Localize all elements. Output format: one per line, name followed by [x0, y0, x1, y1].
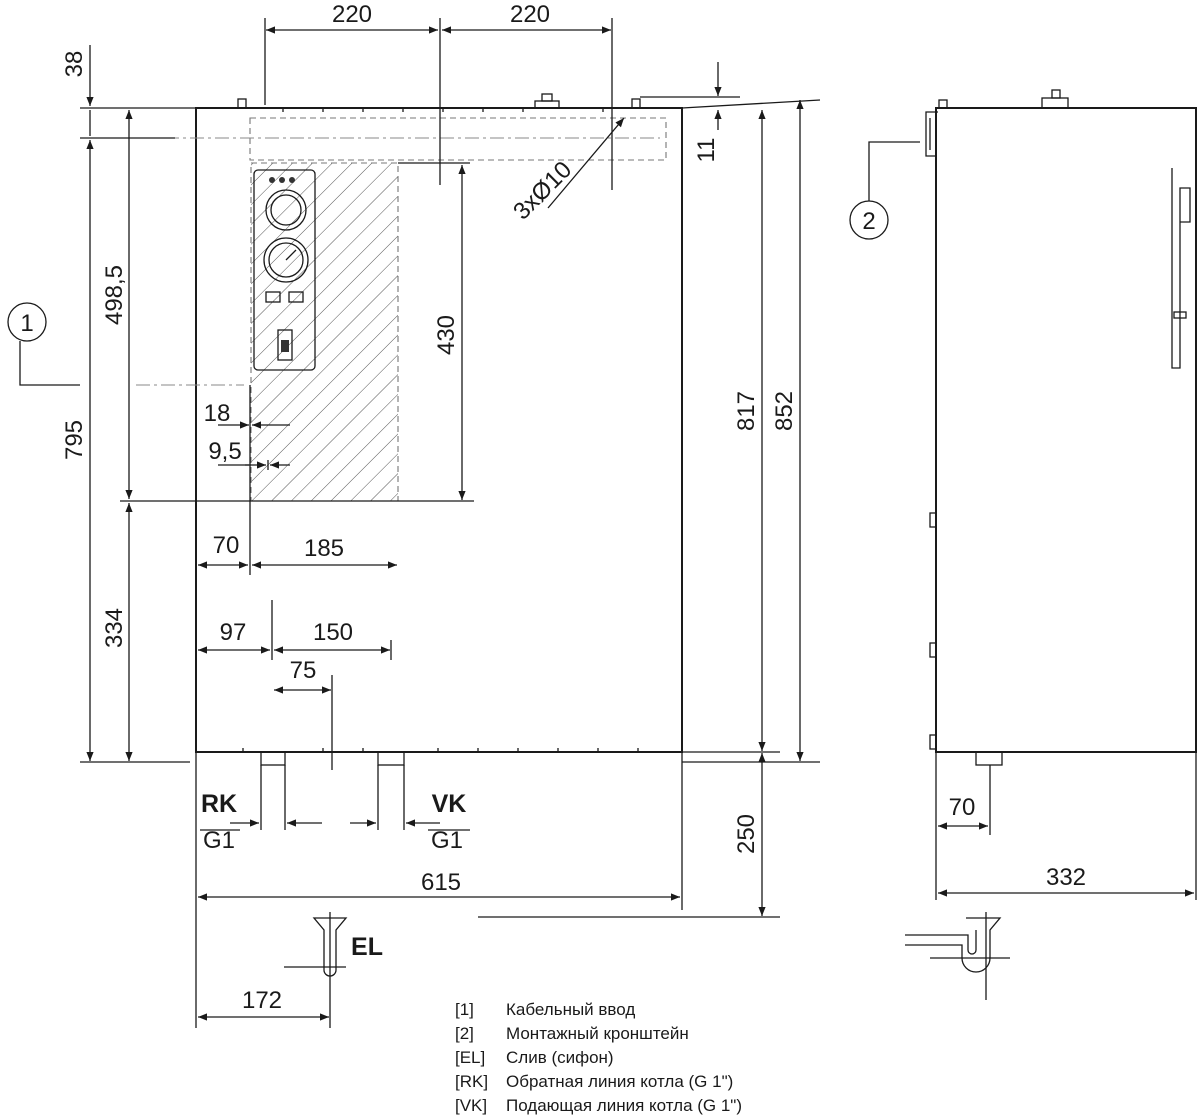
side-siphon	[905, 912, 1010, 1000]
top-vent-cap	[541, 93, 553, 102]
dim-70: 70	[213, 532, 240, 559]
top-lug-left	[237, 98, 247, 109]
top-lug-right	[631, 98, 641, 109]
legend: [1] Кабельный ввод [2] Монтажный кронште…	[455, 1000, 742, 1115]
legend-key-el: [EL]	[455, 1048, 485, 1067]
legend-key-1: [1]	[455, 1000, 474, 1019]
mounting-rail	[249, 117, 667, 161]
callout-1-circle	[7, 302, 47, 342]
dim-38: 38	[61, 51, 88, 78]
top-vent	[534, 100, 560, 109]
mounting-bracket	[925, 111, 938, 157]
dim-250: 250	[733, 814, 760, 854]
dim-852: 852	[771, 391, 798, 431]
legend-key-rk: [RK]	[455, 1072, 488, 1091]
port-labels: RK G1 VK G1 EL 1 2	[20, 208, 875, 961]
dim-top-220-right: 220	[510, 1, 550, 28]
el-siphon	[284, 912, 348, 990]
legend-text-el: Слив (сифон)	[506, 1048, 614, 1067]
dim-top-220-left: 220	[332, 1, 372, 28]
legend-text-vk: Подающая линия котла (G 1")	[506, 1096, 742, 1115]
hatched-area	[251, 163, 398, 501]
front-view	[7, 18, 821, 1028]
dim-150: 150	[313, 619, 353, 646]
dim-817: 817	[733, 391, 760, 431]
dim-185: 185	[304, 535, 344, 562]
legend-text-2: Монтажный кронштейн	[506, 1024, 689, 1043]
dim-795: 795	[61, 420, 88, 460]
label-vk-thread: G1	[431, 827, 463, 854]
dim-side-332: 332	[1046, 864, 1086, 891]
vk-pipe-stub	[377, 751, 405, 766]
legend-key-vk: [VK]	[455, 1096, 487, 1115]
dim-18: 18	[204, 400, 231, 427]
label-vk: VK	[432, 790, 467, 818]
dim-side-70: 70	[949, 794, 976, 821]
dim-97: 97	[220, 619, 247, 646]
label-rk: RK	[201, 790, 237, 818]
side-view	[849, 89, 1197, 1000]
legend-key-2: [2]	[455, 1024, 474, 1043]
dim-9-5: 9,5	[208, 438, 241, 465]
boiler-front-casing	[195, 107, 683, 753]
dim-498-5: 498,5	[101, 265, 128, 325]
dim-615: 615	[421, 869, 461, 896]
dimension-labels: 220 220 38 11 3xØ10 498,5 795 334 430 81…	[61, 1, 1086, 1014]
callout-2-number: 2	[862, 208, 875, 235]
boiler-side-casing	[935, 107, 1197, 753]
dim-holes: 3xØ10	[508, 156, 577, 225]
dim-430: 430	[433, 315, 460, 355]
control-panel	[253, 169, 316, 371]
dim-11: 11	[693, 138, 720, 163]
callout-1-number: 1	[20, 310, 33, 337]
label-rk-thread: G1	[203, 827, 235, 854]
dim-334: 334	[101, 608, 128, 648]
dim-172: 172	[242, 987, 282, 1014]
legend-text-1: Кабельный ввод	[506, 1000, 635, 1019]
legend-text-rk: Обратная линия котла (G 1")	[506, 1072, 733, 1091]
rk-pipe-stub	[260, 751, 286, 766]
label-el: EL	[351, 933, 383, 961]
dim-75: 75	[290, 657, 317, 684]
